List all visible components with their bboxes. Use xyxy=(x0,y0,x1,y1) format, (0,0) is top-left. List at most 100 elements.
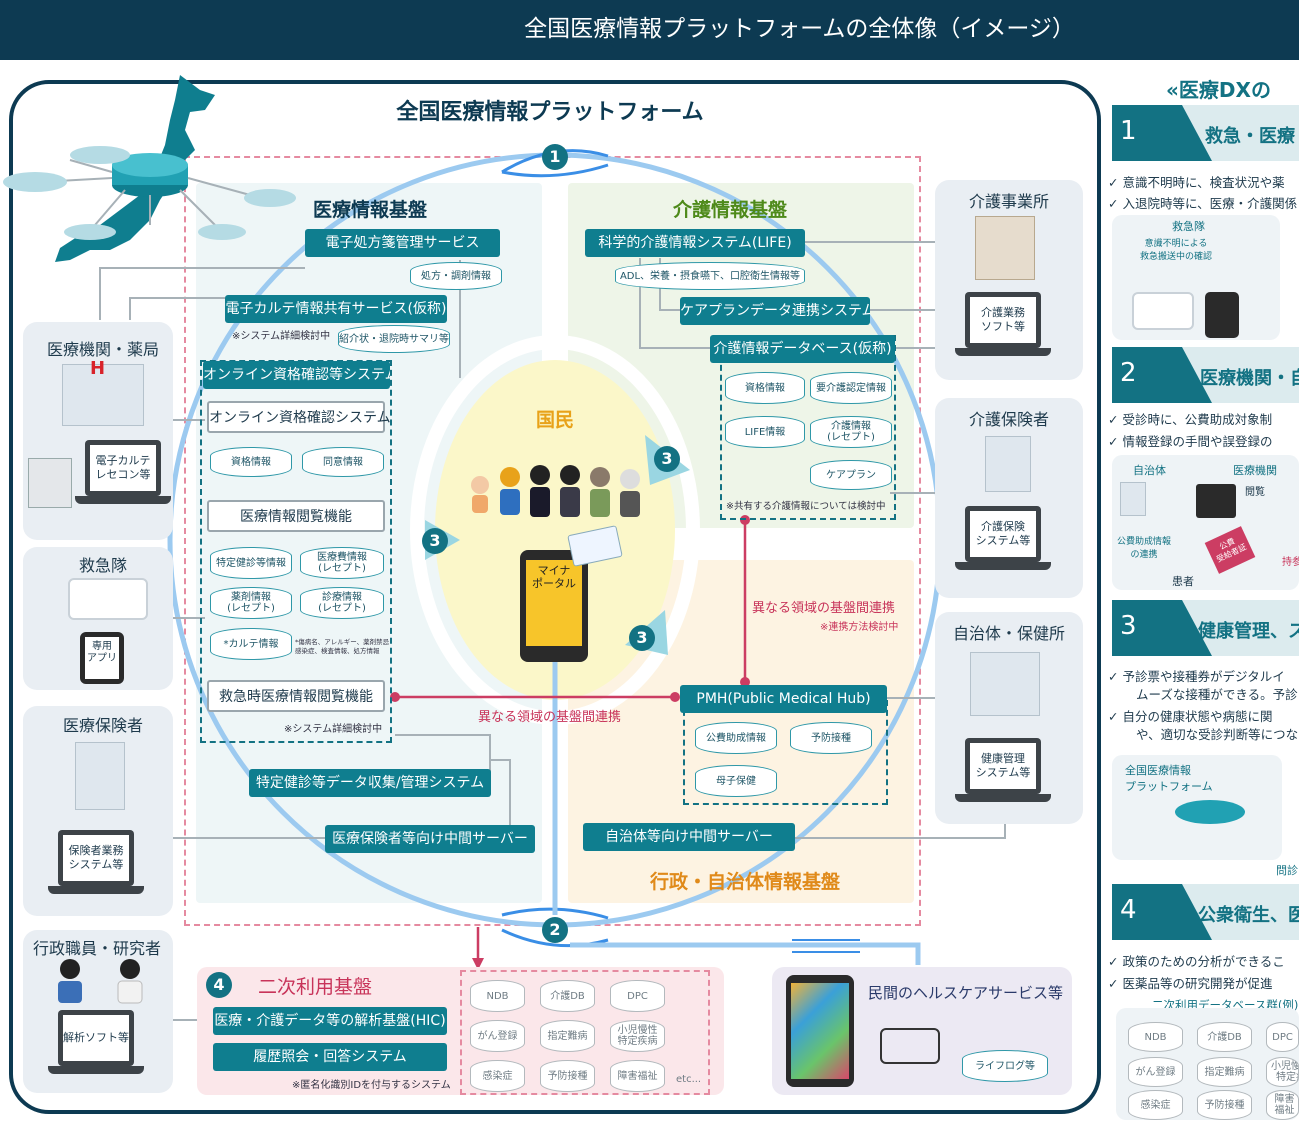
circle-number-3-care: 3 xyxy=(654,446,680,472)
ambulance-app: 専用 アプリ xyxy=(85,637,119,679)
dx-s2-monitor-icon xyxy=(1196,484,1236,518)
citizen-title: 国民 xyxy=(535,409,574,431)
dx-section-4-title: 公衆衛生、医 xyxy=(1198,905,1299,926)
care-qual-db: 資格情報 xyxy=(725,372,805,404)
sec-db-care: 介護DB xyxy=(540,980,595,1012)
dx-s2-building-icon xyxy=(1120,482,1146,516)
dx-s4-db-7: 予防接種 xyxy=(1197,1090,1252,1120)
care-database[interactable]: 介護情報データベース(仮称) xyxy=(710,335,895,363)
dx-s4-db-1: 介護DB xyxy=(1197,1022,1252,1052)
dx-section-1-bullet-2: ✓ 入退院時等に、医療・介護関係 xyxy=(1108,196,1298,211)
checkup-db: 特定健診等情報 xyxy=(210,547,292,579)
insurer-laptop: 保険者業務 システム等 xyxy=(48,830,144,894)
history-system[interactable]: 履歴照会・回答システム xyxy=(213,1043,447,1071)
care-cert-db: 要介護認定情報 xyxy=(810,372,892,404)
register-icon xyxy=(28,458,72,508)
citizens-people-icon xyxy=(471,465,640,517)
ambulance-tablet-icon: 専用 アプリ xyxy=(80,632,124,684)
care-insurer-building-icon xyxy=(985,436,1031,492)
checkup-system[interactable]: 特定健診等データ収集/管理システム xyxy=(249,769,491,797)
care-title: 介護情報基盤 xyxy=(672,199,787,221)
researchers-icon xyxy=(58,959,143,1004)
maternal-db: 母子保健 xyxy=(695,765,777,797)
life-system[interactable]: 科学的介護情報システム(LIFE) xyxy=(585,229,805,257)
care-office-building-icon xyxy=(975,216,1035,280)
ambulance-icon xyxy=(68,578,148,620)
emergency-view[interactable]: 救急時医療情報閲覧機能 xyxy=(207,680,385,712)
hospital-h: H xyxy=(90,358,106,379)
dx-section-3-bullet-2: ✓ 自分の健康状態や病態に関 xyxy=(1108,709,1273,724)
online-qual-sub[interactable]: オンライン資格確認システム xyxy=(207,401,391,433)
diag-db: 診療情報 (レセプト) xyxy=(300,587,384,619)
cost-db: 医療費情報 (レセプト) xyxy=(300,547,384,579)
hospital-label: 医療機関・薬局 xyxy=(46,340,159,359)
lifelog-db: ライフログ等 xyxy=(962,1050,1048,1082)
dx-s1-fig-title: 救急隊 xyxy=(1172,220,1205,233)
myna-portal[interactable]: マイナ ポータル xyxy=(526,560,582,646)
ekarte-db: 紹介状・退院時サマリ等 xyxy=(338,325,450,353)
hic-system[interactable]: 医療・介護データ等の解析基盤(HIC) xyxy=(213,1007,447,1035)
dx-s4-db-5: 小児慢性 特定疾 xyxy=(1266,1057,1299,1087)
ekarte-service[interactable]: 電子カルテ情報共有サービス(仮称) xyxy=(225,295,447,323)
sec-db-ndb: NDB xyxy=(470,980,525,1012)
dx-s4-db-0: NDB xyxy=(1128,1022,1183,1052)
municipal-building-icon xyxy=(970,652,1040,716)
sec-db-vaccine: 予防接種 xyxy=(540,1060,595,1092)
care-note: ※共有する介護情報については検討中 xyxy=(726,501,886,512)
care-insurer-label: 介護保険者 xyxy=(968,410,1049,429)
careplan-system[interactable]: ケアプランデータ連携システム xyxy=(680,297,870,325)
eprescription-db: 処方・調剤情報 xyxy=(410,262,502,290)
care-office-laptop: 介護業務 ソフト等 xyxy=(955,292,1051,356)
emergency-note: ※システム詳細検討中 xyxy=(284,724,383,735)
sec-db-etc: etc... xyxy=(676,1074,702,1085)
insurer-server[interactable]: 医療保険者等向け中間サーバー xyxy=(325,825,535,853)
insurer-laptop-screen: 保険者業務 システム等 xyxy=(63,835,129,881)
circle-number-1: 1 xyxy=(542,144,568,170)
banner-title: 全国医療情報プラットフォームの全体像（イメージ） xyxy=(524,16,1075,42)
dx-section-2-number: 2 xyxy=(1112,347,1212,403)
municipal-server[interactable]: 自治体等向け中間サーバー xyxy=(583,823,795,851)
dx-s2-fig-f: 持参 xyxy=(1282,557,1299,568)
researcher-laptop-screen: 解析ソフト等 xyxy=(63,1015,129,1061)
dx-section-3-bullet-1b: ムーズな接種ができる。予診 xyxy=(1136,687,1298,702)
sec-db-dpc: DPC xyxy=(610,980,665,1012)
dx-s2-fig-a: 自治体 xyxy=(1133,464,1166,477)
inter-link-right: 異なる領域の基盤間連携 xyxy=(752,601,896,616)
top-banner xyxy=(0,0,1299,60)
care-office-laptop-screen: 介護業務 ソフト等 xyxy=(970,297,1036,343)
care-insurer-laptop-screen: 介護保険 システム等 xyxy=(970,511,1036,557)
japan-map-icon xyxy=(55,75,215,262)
karte-db: *カルテ情報 xyxy=(210,628,292,660)
qual-db: 資格情報 xyxy=(210,447,292,477)
inter-link-left: 異なる領域の基盤間連携 xyxy=(478,710,622,725)
private-title: 民間のヘルスケアサービス等 xyxy=(868,984,1064,1002)
dx-section-3-bullet-1: ✓ 予診票や接種券がデジタルイ xyxy=(1108,669,1285,684)
medical-viewing[interactable]: 医療情報閲覧機能 xyxy=(207,500,385,532)
dx-section-1-title: 救急・医療 xyxy=(1205,126,1295,147)
dx-section-2-figure xyxy=(1112,455,1299,590)
ambulance-label: 救急隊 xyxy=(78,556,127,575)
dx-section-4-bullet-1: ✓ 政策のための分析ができるこ xyxy=(1108,954,1285,969)
citizen-ellipse xyxy=(435,360,675,700)
researcher-label: 行政職員・研究者 xyxy=(32,939,161,958)
dx-section-1-bullet-1: ✓ 意識不明時に、検査状況や薬 xyxy=(1108,175,1285,190)
dx-s4-db-6: 感染症 xyxy=(1128,1090,1183,1120)
pmh-system[interactable]: PMH(Public Medical Hub) xyxy=(680,685,887,713)
dx-s4-db-3: がん登録 xyxy=(1128,1057,1183,1087)
care-life-db: LIFE情報 xyxy=(725,416,805,448)
dx-s4-db-8: 障害福祉 xyxy=(1266,1090,1299,1120)
wearable-icon xyxy=(880,1028,940,1064)
online-qual-system[interactable]: オンライン資格確認等システム xyxy=(203,361,390,389)
sec-db-pediatric: 小児慢性 特定疾病 xyxy=(610,1020,665,1052)
dx-s4-db-2: DPC xyxy=(1266,1022,1299,1052)
circle-number-3-admin: 3 xyxy=(629,625,655,651)
sec-db-disability: 障害福祉 xyxy=(610,1060,665,1092)
life-db: ADL、栄養・摂食嚥下、口腔衛生情報等 xyxy=(615,262,805,290)
dx-section-3-bullet-2b: や、適切な受診判断等につな xyxy=(1136,727,1299,742)
dx-s3-hub-icon xyxy=(1175,800,1245,824)
dx-section-2-title: 医療機関・自 xyxy=(1200,368,1299,389)
dx-section-3-title: 健康管理、ス xyxy=(1198,621,1299,642)
dx-s1-tablet-icon xyxy=(1205,292,1239,338)
eprescription-service[interactable]: 電子処方箋管理サービス xyxy=(305,229,500,257)
dx-s1-fig-sub: 意識不明による 救急搬送中の確認 xyxy=(1140,239,1213,262)
